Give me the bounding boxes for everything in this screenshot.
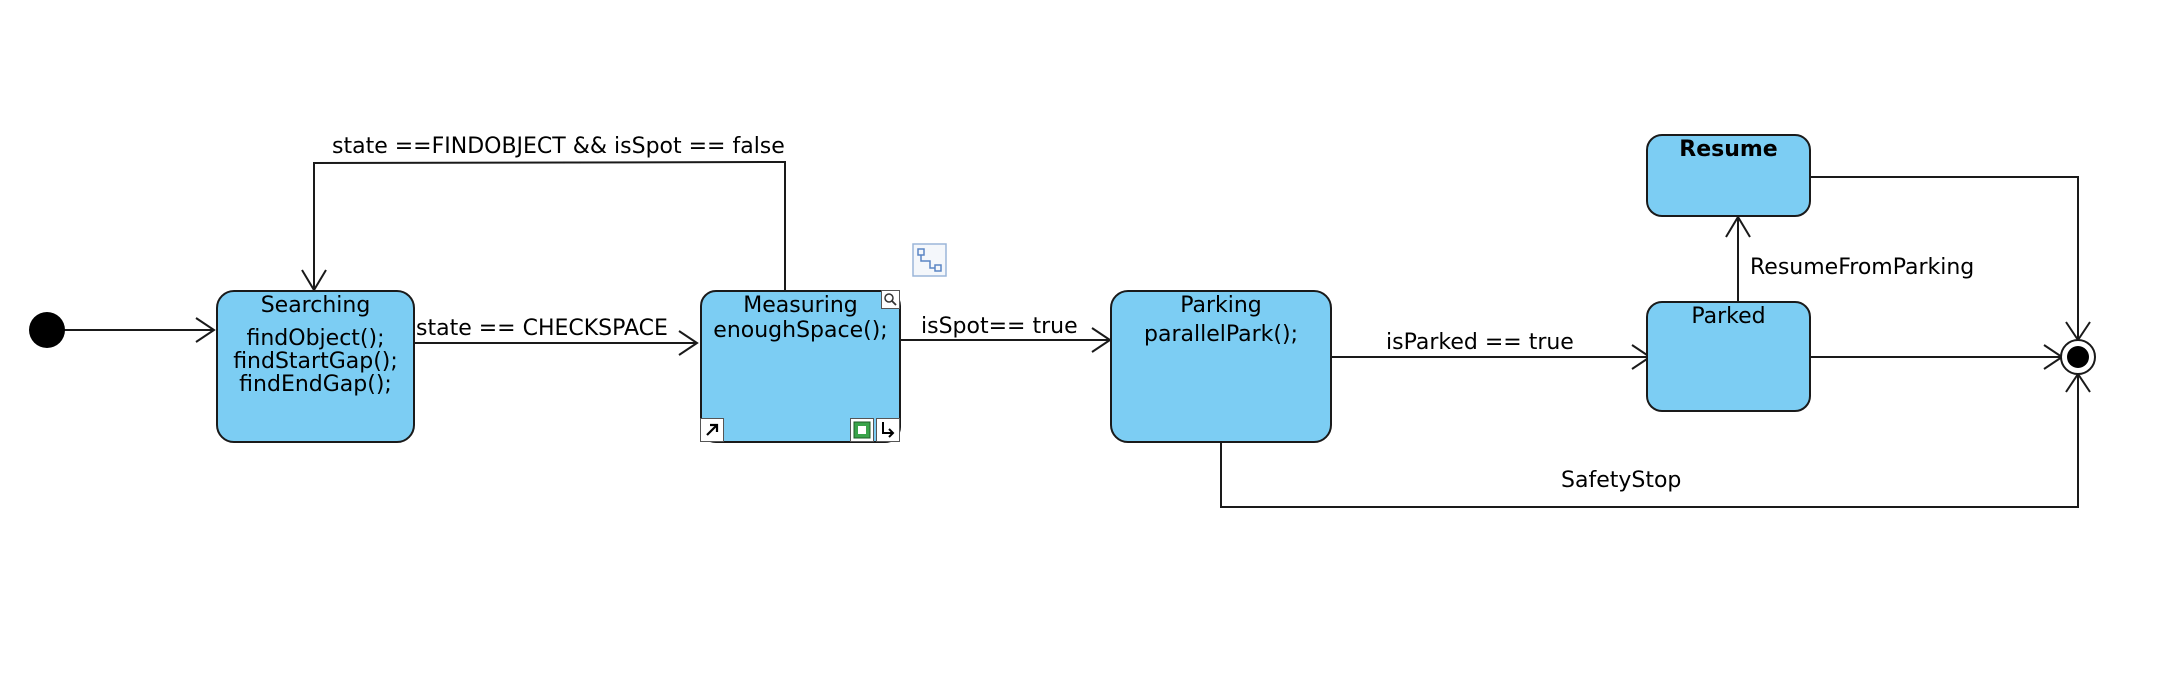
- state-searching[interactable]: Searching findObject(); findStartGap(); …: [216, 290, 415, 443]
- arrowhead: [678, 330, 699, 356]
- state-resume[interactable]: Resume: [1646, 134, 1811, 217]
- label-parking-to-parked: isParked == true: [1386, 330, 1574, 355]
- initial-node[interactable]: [29, 312, 65, 348]
- connector-tool-icon[interactable]: [912, 243, 947, 277]
- state-searching-activity: findObject();: [246, 326, 385, 351]
- zoom-icon[interactable]: [881, 290, 900, 309]
- final-node-inner: [2067, 346, 2089, 368]
- arrowhead: [1725, 215, 1751, 238]
- state-searching-activity: findEndGap();: [239, 372, 392, 397]
- state-parking[interactable]: Parking parallelPark();: [1110, 290, 1332, 443]
- transition-parking-to-final[interactable]: [1220, 374, 2079, 508]
- state-searching-activity: findStartGap();: [233, 349, 398, 374]
- label-searching-to-measuring: state == CHECKSPACE: [416, 316, 668, 341]
- state-measuring[interactable]: Measuring enoughSpace();: [700, 290, 901, 443]
- step-into-icon[interactable]: [876, 418, 900, 442]
- state-measuring-activity: enoughSpace();: [713, 318, 888, 343]
- state-resume-name: Resume: [1679, 137, 1778, 162]
- label-parked-to-resume: ResumeFromParking: [1750, 255, 1975, 280]
- label-measuring-to-parking: isSpot== true: [921, 314, 1078, 339]
- transition-measuring-to-searching[interactable]: [313, 160, 786, 290]
- grid-icon[interactable]: [850, 418, 874, 442]
- state-searching-name: Searching: [260, 293, 371, 318]
- state-parking-activity: parallelPark();: [1144, 322, 1298, 347]
- state-parked[interactable]: Parked: [1646, 301, 1811, 412]
- state-measuring-name: Measuring: [743, 293, 858, 318]
- transition-resume-to-final[interactable]: [1811, 176, 2079, 340]
- label-parking-to-final: SafetyStop: [1561, 468, 1682, 493]
- state-parking-name: Parking: [1180, 293, 1262, 318]
- arrowhead: [195, 317, 216, 343]
- shortcut-arrow-icon[interactable]: [700, 418, 724, 442]
- label-measuring-to-searching: state ==FINDOBJECT && isSpot == false: [332, 134, 785, 159]
- state-parked-name: Parked: [1691, 304, 1766, 329]
